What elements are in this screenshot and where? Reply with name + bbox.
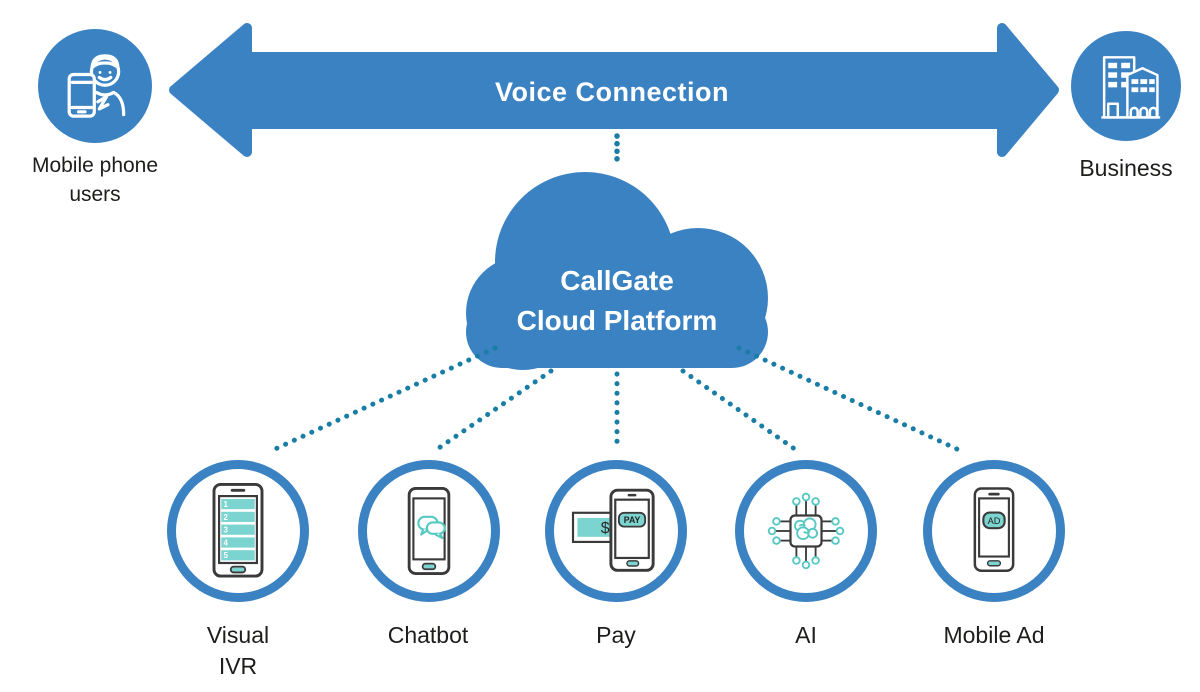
dotted-connector-mobile-ad	[736, 345, 962, 453]
voice-connection-label: Voice Connection	[494, 77, 730, 107]
person-with-phone-icon	[67, 54, 126, 118]
ad-button-text: AD	[988, 516, 1001, 526]
service-label-ai-text: AI	[795, 622, 817, 648]
ivr-row-3: 3	[223, 526, 228, 535]
cloud-shape	[466, 172, 768, 370]
service-label-pay-text: Pay	[596, 622, 636, 648]
pay-button-text: PAY	[624, 515, 641, 525]
ivr-row-2: 2	[223, 513, 228, 522]
service-label-visual-ivr: Visual IVR	[168, 620, 308, 682]
mobile-users-label-line1: Mobile phone	[31, 154, 159, 177]
service-circle-visual-ivr: 1 2 3 4 5	[167, 460, 309, 602]
dotted-connector-chatbot	[430, 368, 554, 455]
business-buildings-icon	[1101, 56, 1161, 119]
dotted-connector-visual-ivr	[270, 345, 498, 453]
service-label-mobile-ad-text: Mobile Ad	[943, 622, 1045, 648]
mobile-ad-phone-icon: AD	[973, 487, 1015, 572]
service-circle-pay: $ PAY	[545, 460, 687, 602]
dotted-connector-ai	[680, 368, 802, 455]
dollar-sign: $	[601, 519, 610, 537]
business-label: Business	[1079, 155, 1173, 181]
service-label-chatbot: Chatbot	[358, 620, 498, 651]
cloud-label-line2: Cloud Platform	[516, 305, 718, 336]
service-label-chatbot-text: Chatbot	[387, 622, 469, 648]
chatbot-phone-icon	[407, 487, 451, 575]
service-label-ai: AI	[736, 620, 876, 651]
service-circle-mobile-ad: AD	[923, 460, 1065, 602]
voice-connection-arrow	[169, 23, 1059, 157]
visual-ivr-phone-icon: 1 2 3 4 5	[212, 483, 264, 578]
service-label-visual-ivr-line1: Visual	[206, 622, 270, 648]
ai-chip-brain-icon	[767, 492, 845, 570]
cloud-label-line1: CallGate	[560, 265, 674, 296]
business-circle	[1071, 31, 1181, 141]
mobile-users-label-line2: users	[69, 183, 121, 206]
cloud-platform-label: CallGate Cloud Platform	[467, 261, 767, 341]
ivr-row-1: 1	[223, 500, 228, 509]
pay-phone-icon: $ PAY	[571, 488, 655, 572]
mobile-users-label: Mobile phone users	[10, 151, 180, 209]
service-circle-ai	[735, 460, 877, 602]
service-label-pay: Pay	[546, 620, 686, 651]
mobile-users-circle	[38, 29, 152, 143]
ivr-row-5: 5	[223, 551, 228, 560]
ivr-row-4: 4	[223, 538, 228, 547]
service-label-visual-ivr-line2: IVR	[218, 653, 258, 679]
service-circle-chatbot	[358, 460, 500, 602]
service-label-mobile-ad: Mobile Ad	[924, 620, 1064, 651]
